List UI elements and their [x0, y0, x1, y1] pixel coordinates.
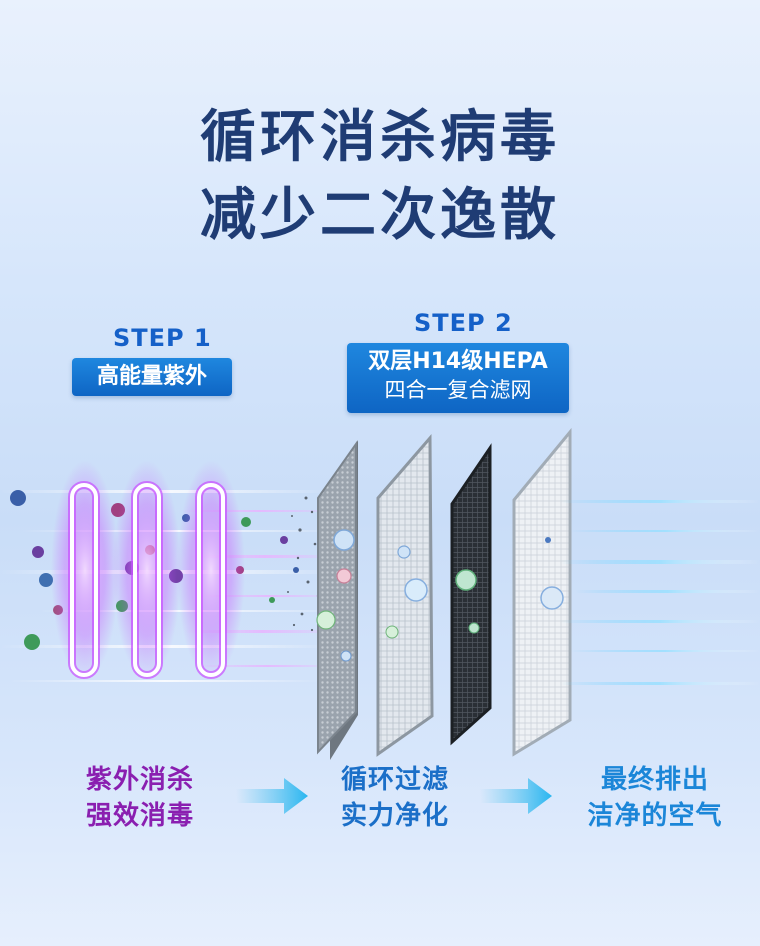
stage-3-caption-line-1: 最终排出: [600, 765, 709, 795]
clean-air-streaks: [560, 500, 760, 685]
step-2-badge: 双层H14级HEPA 四合一复合滤网: [347, 343, 569, 413]
hepa-filter-icon: [317, 427, 572, 760]
uv-lamp-icon: [51, 460, 245, 680]
right-arrow-icon: [480, 778, 552, 814]
right-arrow-icon: [236, 778, 308, 814]
headline-line-1: 循环消杀病毒: [200, 105, 560, 170]
step-1-label: STEP 1: [113, 324, 212, 352]
headline-line-2: 减少二次逸散: [200, 183, 560, 248]
stage-1-caption-line-2: 强效消毒: [85, 801, 194, 831]
stage-3-caption: 最终排出 洁净的空气: [565, 762, 745, 834]
purification-illustration: [0, 427, 760, 760]
step-2-badge-line-1: 双层H14级HEPA: [368, 349, 548, 374]
step-2-badge-line-2: 四合一复合滤网: [384, 378, 532, 402]
stage-2-caption: 循环过滤 实力净化: [320, 762, 470, 834]
step-1-badge: 高能量紫外: [72, 358, 232, 396]
stage-3-caption-line-2: 洁净的空气: [587, 801, 723, 831]
step-2-label: STEP 2: [414, 309, 513, 337]
stage-2-caption-line-1: 循环过滤: [340, 765, 449, 795]
captured-germs: [316, 529, 564, 662]
stage-1-caption: 紫外消杀 强效消毒: [60, 762, 220, 834]
stage-2-caption-line-2: 实力净化: [340, 801, 449, 831]
stage-1-caption-line-1: 紫外消杀: [85, 765, 194, 795]
